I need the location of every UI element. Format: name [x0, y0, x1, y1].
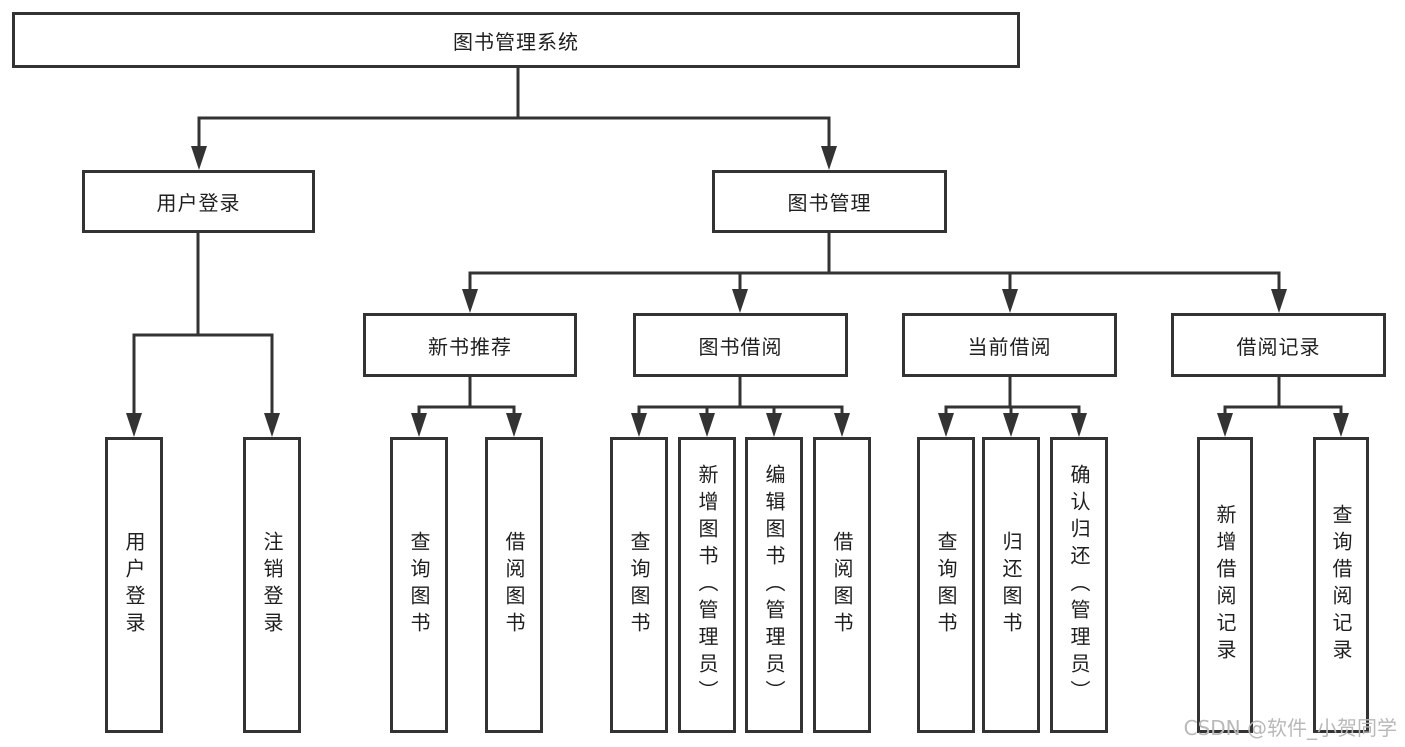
- node-label: 新增图书（管理员）: [695, 463, 719, 707]
- leaf-query-books-recommend: 查询图书: [390, 437, 448, 733]
- leaf-add-borrow-record: 新增借阅记录: [1197, 437, 1253, 733]
- leaf-borrow-books-recommend: 借阅图书: [485, 437, 543, 733]
- leaf-user-login: 用户登录: [105, 437, 163, 733]
- node-book-borrowing: 图书借阅: [633, 313, 848, 377]
- node-library-management-system: 图书管理系统: [12, 12, 1020, 68]
- edges-current-borrowing: [938, 375, 1087, 437]
- node-label: 注销登录: [260, 531, 284, 639]
- edges-user-login: [126, 231, 280, 437]
- node-borrowing-records: 借阅记录: [1171, 313, 1386, 377]
- node-label: 借阅图书: [830, 531, 854, 639]
- node-label: 归还图书: [999, 531, 1023, 639]
- node-label: 用户登录: [122, 531, 146, 639]
- node-label: 借阅图书: [502, 531, 526, 639]
- node-book-management: 图书管理: [712, 170, 947, 233]
- node-label: 查询图书: [627, 531, 651, 639]
- leaf-edit-book-admin: 编辑图书（管理员）: [745, 437, 803, 733]
- leaf-query-books-borrowing: 查询图书: [610, 437, 668, 733]
- node-new-book-recommendation: 新书推荐: [363, 313, 577, 377]
- leaf-query-borrow-record: 查询借阅记录: [1313, 437, 1369, 733]
- node-current-borrowing: 当前借阅: [902, 313, 1117, 377]
- node-user-login: 用户登录: [82, 170, 315, 233]
- node-label: 确认归还（管理员）: [1067, 463, 1091, 707]
- node-label: 查询图书: [934, 531, 958, 639]
- node-label: 新书推荐: [428, 334, 512, 359]
- edges-book-management: [462, 231, 1287, 313]
- node-label: 图书管理系统: [453, 29, 579, 54]
- leaf-confirm-return-admin: 确认归还（管理员）: [1050, 437, 1108, 733]
- node-label: 当前借阅: [967, 334, 1052, 359]
- leaf-query-books-current: 查询图书: [917, 437, 975, 733]
- leaf-return-books: 归还图书: [982, 437, 1040, 733]
- edges-new-book-recommendation: [411, 375, 522, 437]
- node-label: 新增借阅记录: [1213, 504, 1237, 666]
- node-label: 用户登录: [156, 191, 241, 215]
- node-label: 查询借阅记录: [1329, 504, 1353, 666]
- node-label: 查询图书: [407, 531, 431, 639]
- leaf-add-book-admin: 新增图书（管理员）: [678, 437, 736, 733]
- edges-root: [191, 66, 837, 170]
- node-label: 图书借阅: [698, 334, 783, 359]
- leaf-logout: 注销登录: [243, 437, 301, 733]
- node-label: 借阅记录: [1236, 334, 1321, 359]
- csdn-watermark: CSDN @软件_小贺同学: [1183, 716, 1397, 740]
- edges-book-borrowing: [631, 375, 850, 437]
- node-label: 图书管理: [787, 191, 872, 215]
- edges-borrowing-records: [1217, 375, 1349, 437]
- node-label: 编辑图书（管理员）: [762, 463, 786, 707]
- leaf-borrow-books-borrowing: 借阅图书: [813, 437, 871, 733]
